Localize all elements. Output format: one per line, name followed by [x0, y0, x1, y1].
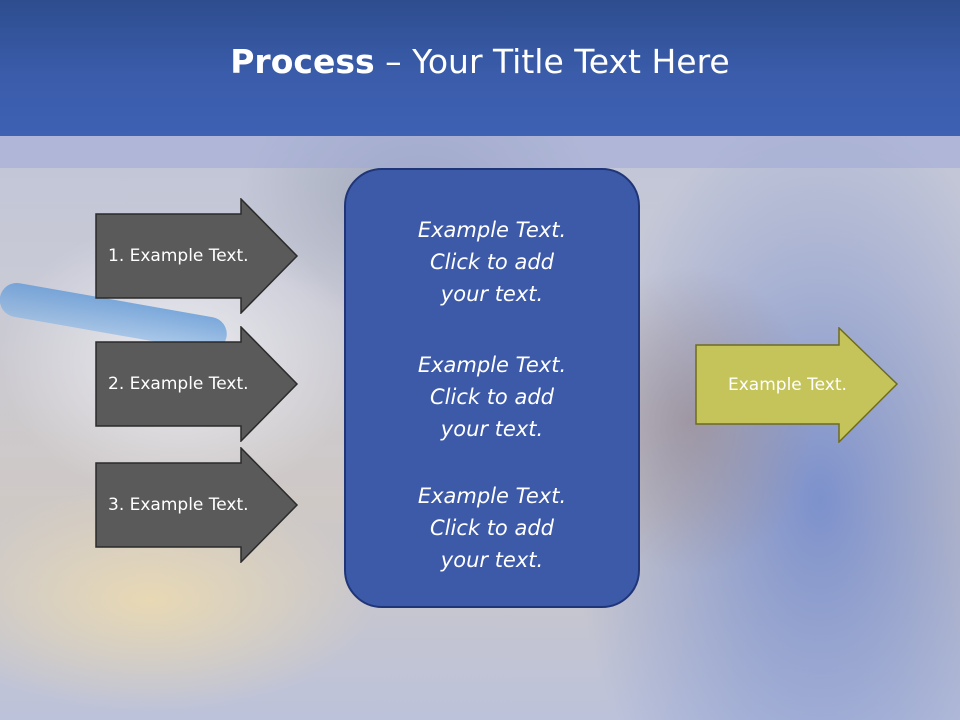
step-arrow-shape	[95, 447, 299, 563]
center-text-box[interactable]: Example Text. Click to add your text. Ex…	[344, 168, 640, 608]
title-rest: – Your Title Text Here	[374, 41, 730, 81]
slide-title[interactable]: Process – Your Title Text Here	[230, 42, 729, 81]
background-stripe	[0, 136, 960, 168]
step-arrow-2[interactable]: 2. Example Text.	[95, 326, 299, 442]
step-arrow-label: 2. Example Text.	[108, 374, 249, 394]
step-arrow-shape	[95, 198, 299, 314]
step-arrow-label: 1. Example Text.	[108, 246, 249, 266]
step-arrow-shape	[95, 326, 299, 442]
center-text-block-3: Example Text. Click to add your text.	[417, 484, 567, 572]
step-arrow-1[interactable]: 1. Example Text.	[95, 198, 299, 314]
center-text-block-1: Example Text. Click to add your text.	[417, 218, 567, 306]
step-arrow-3[interactable]: 3. Example Text.	[95, 447, 299, 563]
result-arrow[interactable]: Example Text.	[695, 327, 899, 443]
step-arrow-label: 3. Example Text.	[108, 495, 249, 515]
result-arrow-shape	[695, 327, 899, 443]
title-bar: Process – Your Title Text Here	[0, 0, 960, 136]
center-text-block-2: Example Text. Click to add your text.	[417, 353, 567, 441]
title-bold: Process	[230, 41, 375, 81]
result-arrow-label: Example Text.	[728, 375, 847, 395]
